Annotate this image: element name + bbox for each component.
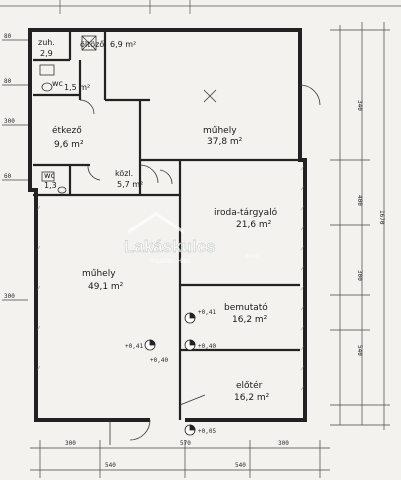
bottom-dimension-lines [30,440,330,478]
room-name-wc-2: wc [44,171,55,180]
interior-walls [33,30,300,420]
room-area-muhely-1: 37,8 m² [207,137,243,147]
room-name-muhely-2: műhely [82,269,116,279]
dim-left-2: 80 [4,78,12,85]
light-mark [203,89,217,103]
room-name-oltozo: öltöző [80,40,104,49]
exterior-walls [28,28,307,422]
room-name-eloter: előtér [236,380,263,391]
house-icon [127,212,185,234]
dim-left-5: 300 [4,293,15,300]
dim-right-5: 1670 [378,210,385,225]
watermark-sub: Ingatlan Hitel [150,258,191,265]
watermark-tag: direct [245,254,260,260]
watermark: Lakáskulcs Ingatlan Hitel direct [124,212,260,265]
room-name-etkezo: étkező [52,125,82,136]
level-1: +0,41 [198,309,216,316]
dim-right-1: 340 [356,100,363,111]
room-area-wc-1: 1,5 m² [64,83,90,92]
wall-hatching [36,165,305,391]
level-4: +0,40 [150,357,168,364]
bathroom-fixtures [39,35,97,194]
dim-left-1: 80 [4,33,12,40]
dim-bottom-4: 540 [105,462,116,469]
door-swings [79,84,321,445]
room-area-iroda: 21,6 m² [236,220,272,230]
room-area-eloter: 16,2 m² [234,393,270,403]
room-name-kozl: közl. [115,169,133,178]
room-name-iroda: iroda-tárgyaló [214,207,278,218]
room-area-muhely-2: 49,1 m² [88,282,124,292]
room-name-zuh: zuh. [38,38,55,47]
level-5: +0,05 [198,428,216,435]
room-area-zuh: 2,9 [40,49,53,58]
dim-right-4: 540 [356,345,363,356]
level-3: +0,41 [125,343,143,350]
room-area-etkezo: 9,6 m² [54,140,84,150]
dim-bottom-5: 540 [235,462,246,469]
room-name-bemutato: bemutató [224,302,268,313]
room-area-kozl: 5,7 m² [117,180,143,189]
watermark-brand: Lakáskulcs [124,237,216,256]
top-edge-marks [0,0,401,14]
room-name-wc-1: wc [52,79,63,88]
dim-right-3: 300 [356,270,363,281]
level-markers [144,312,196,436]
dim-bottom-3: 300 [278,440,289,447]
room-area-bemutato: 16,2 m² [232,315,268,325]
room-area-oltozo: 6,9 m² [110,40,136,49]
dim-bottom-2: 570 [180,440,191,447]
dim-right-2: 400 [356,195,363,206]
dim-left-3: 300 [4,118,15,125]
level-2: +0,40 [198,343,216,350]
right-dimension-lines [330,22,390,430]
dim-left-4: 60 [4,173,12,180]
dim-bottom-1: 300 [65,440,76,447]
room-name-muhely-1: műhely [203,126,237,136]
room-area-wc-2: 1,3 [44,181,57,190]
left-dimension-lines [2,39,28,301]
